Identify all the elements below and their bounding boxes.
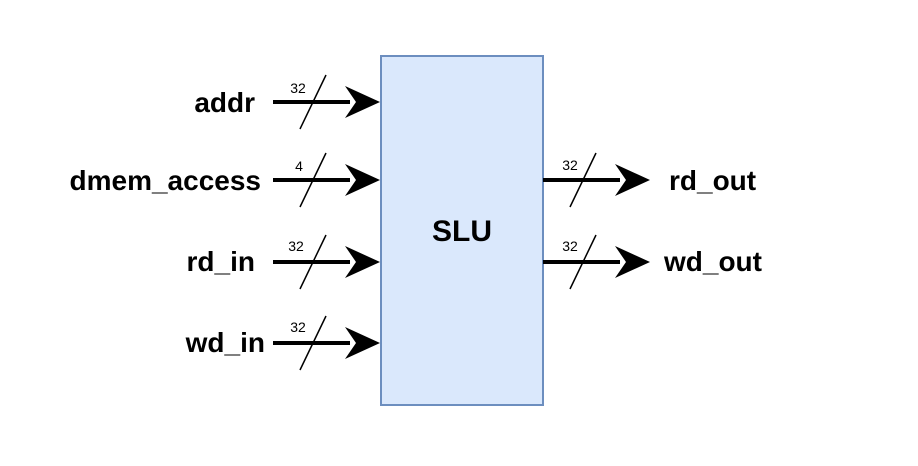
input-addr-arrowhead [345,86,380,118]
output-rd-out-bus-slash [569,152,597,208]
input-wd-in-label: wd_in [185,327,265,358]
input-wd-in-arrowhead [345,327,380,359]
input-dmem-access-arrowhead [345,164,380,196]
input-rd-in-bus-slash [299,234,327,290]
output-rd-out-label: rd_out [669,165,756,196]
slu-block-label: SLU [432,215,492,248]
input-dmem-access-label: dmem_access [70,165,261,196]
input-wd-in: wd_in 32 [185,315,380,371]
slu-block [380,55,544,406]
output-wd-out-bus-slash [569,234,597,290]
input-addr-bus-slash [299,74,327,130]
output-wd-out-width: 32 [562,238,578,254]
input-dmem-access: dmem_access 4 [70,152,380,208]
input-addr-width: 32 [290,80,306,96]
input-rd-in-label: rd_in [187,246,255,277]
output-rd-out-width: 32 [562,157,578,173]
input-wd-in-bus-slash [299,315,327,371]
output-rd-out: 32 rd_out [543,152,756,208]
output-wd-out: 32 wd_out [543,234,762,290]
input-rd-in-width: 32 [288,238,304,254]
input-dmem-access-width: 4 [295,158,303,174]
input-dmem-access-bus-slash [299,152,327,208]
output-wd-out-arrowhead [615,246,650,278]
input-addr: addr 32 [194,74,380,130]
output-wd-out-label: wd_out [663,246,762,277]
input-wd-in-width: 32 [290,319,306,335]
input-addr-label: addr [194,87,255,118]
output-rd-out-arrowhead [615,164,650,196]
input-rd-in-arrowhead [345,246,380,278]
input-rd-in: rd_in 32 [187,234,380,290]
